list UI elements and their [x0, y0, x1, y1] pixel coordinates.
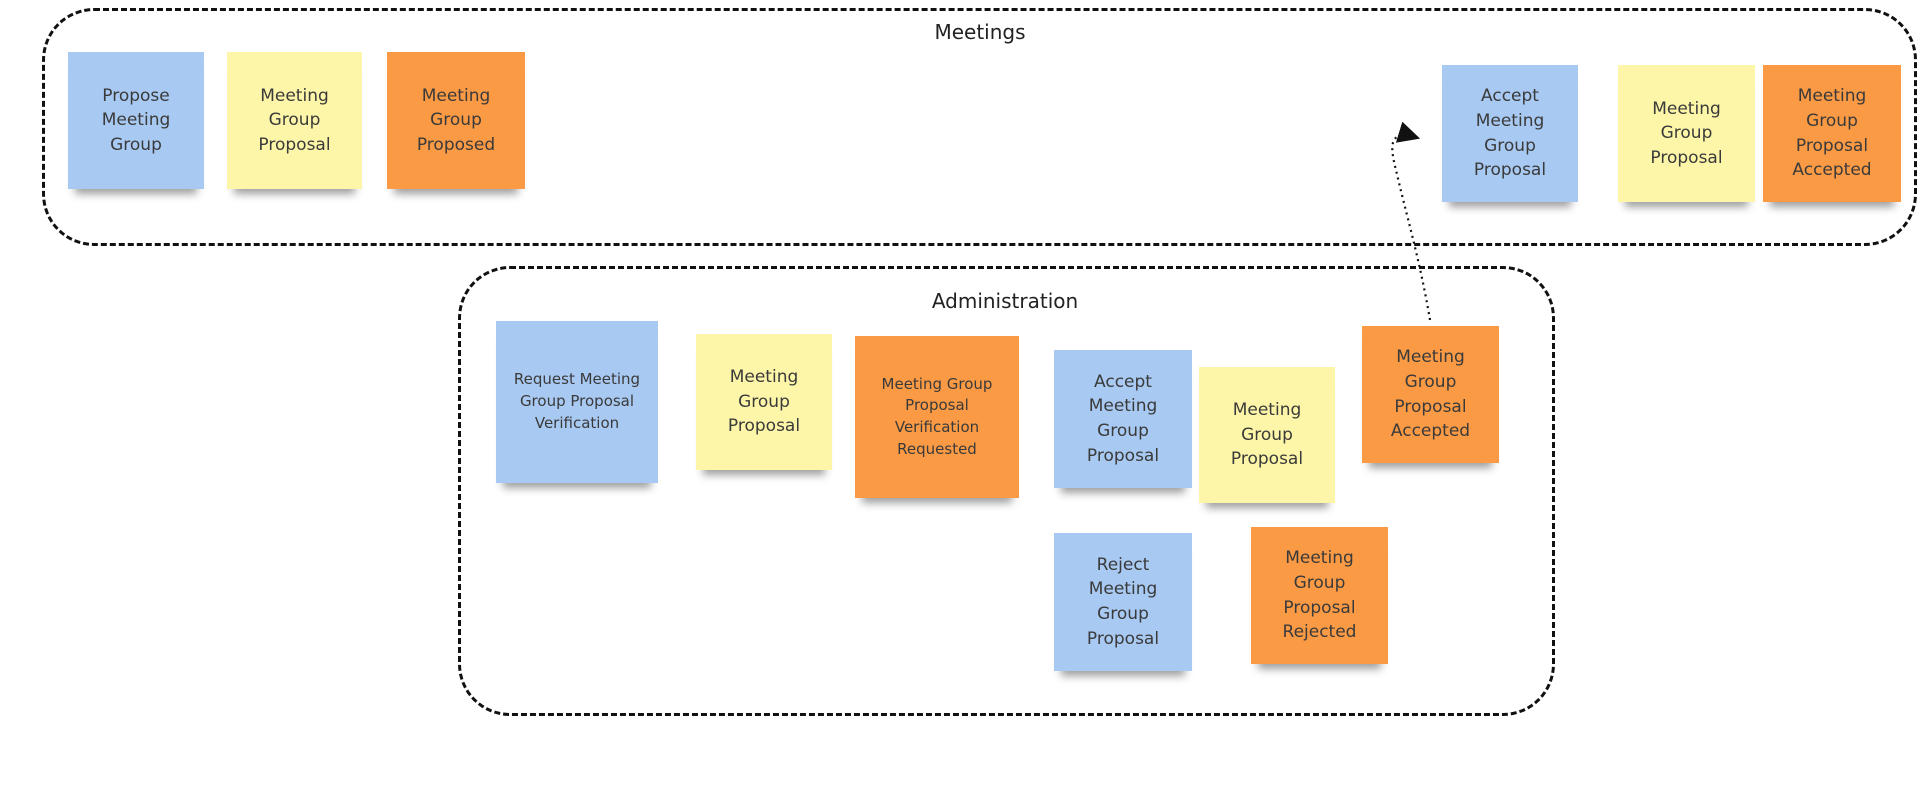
sticky-propose-meeting-group[interactable]: Propose Meeting Group — [68, 52, 204, 189]
dotted-arrow-connector — [1391, 121, 1432, 321]
boundary-title-meetings: Meetings — [934, 20, 1026, 44]
sticky-meeting-group-proposal[interactable]: Meeting Group Proposal — [1618, 65, 1755, 202]
sticky-meeting-group-proposal-accepted[interactable]: Meeting Group Proposal Accepted — [1763, 65, 1901, 202]
sticky-meeting-group-proposal[interactable]: Meeting Group Proposal — [227, 52, 362, 189]
sticky-meeting-group-proposal-rejected[interactable]: Meeting Group Proposal Rejected — [1251, 527, 1388, 664]
sticky-accept-meeting-group-proposal[interactable]: Accept Meeting Group Proposal — [1054, 350, 1192, 488]
sticky-meeting-group-proposal[interactable]: Meeting Group Proposal — [1199, 367, 1335, 503]
sticky-meeting-group-proposal[interactable]: Meeting Group Proposal — [696, 334, 832, 470]
boundary-administration — [458, 266, 1555, 716]
boundary-title-administration: Administration — [931, 289, 1079, 313]
sticky-meeting-group-proposal-verification-requested[interactable]: Meeting Group Proposal Verification Requ… — [855, 336, 1019, 498]
sticky-request-meeting-group-proposal-verification[interactable]: Request Meeting Group Proposal Verificat… — [496, 321, 658, 483]
sticky-meeting-group-proposal-accepted[interactable]: Meeting Group Proposal Accepted — [1362, 326, 1499, 463]
sticky-meeting-group-proposed[interactable]: Meeting Group Proposed — [387, 52, 525, 189]
boundary-meetings — [42, 8, 1917, 246]
sticky-reject-meeting-group-proposal[interactable]: Reject Meeting Group Proposal — [1054, 533, 1192, 671]
sticky-accept-meeting-group-proposal[interactable]: Accept Meeting Group Proposal — [1442, 65, 1578, 202]
